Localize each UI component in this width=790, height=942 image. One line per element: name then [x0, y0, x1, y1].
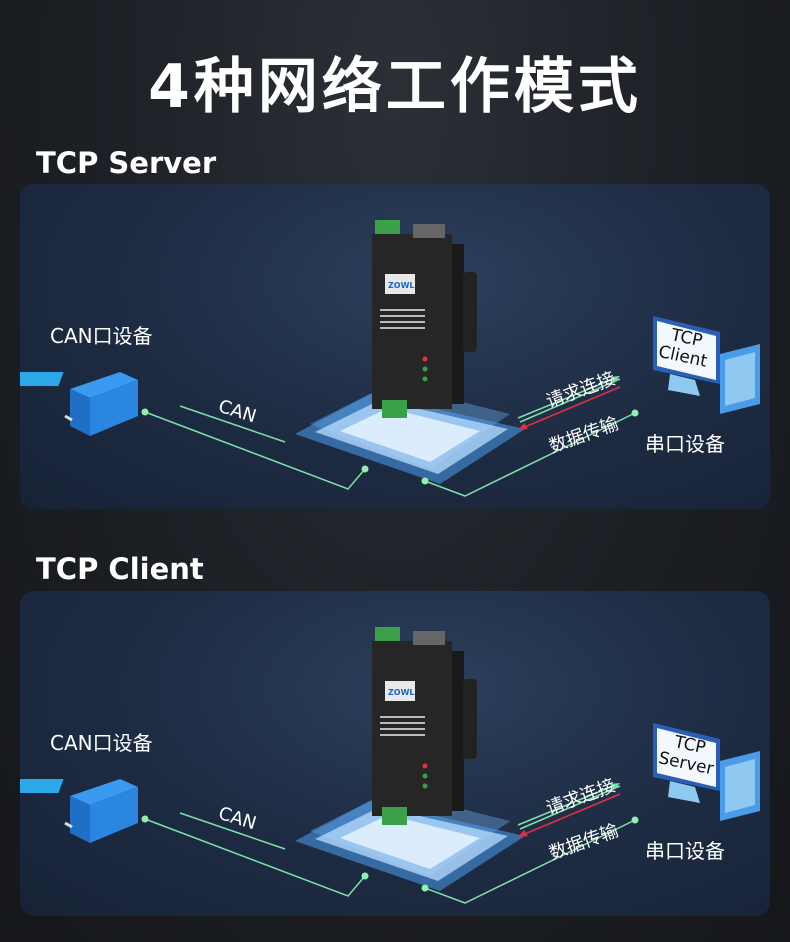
serial-device-label: 串口设备 — [645, 432, 725, 456]
serial-can-converter: ZOWL — [372, 627, 477, 825]
can-motor-icon — [20, 372, 138, 436]
page-title: 4种网络工作模式 — [148, 52, 642, 122]
request-arrow — [517, 783, 620, 826]
can-device-label: CAN口设备 — [50, 324, 153, 348]
transfer-arrow — [518, 793, 621, 837]
request-arrow — [517, 376, 620, 419]
transfer-arrow — [518, 386, 621, 430]
serial-can-converter: ZOWL — [372, 220, 477, 418]
brand-logo: ZOWL — [388, 688, 415, 697]
glow-platform — [295, 791, 525, 891]
network-diagram: ZOWL — [20, 220, 760, 497]
can-motor-icon — [20, 779, 138, 843]
computer-monitor-icon — [653, 723, 760, 821]
serial-device-label: 串口设备 — [645, 839, 725, 863]
can-device-label: CAN口设备 — [50, 731, 153, 755]
computer-monitor-icon — [653, 316, 760, 414]
connection-lines — [144, 785, 636, 904]
mode-label-tcp-server: TCP Server — [36, 146, 217, 180]
diagram-panel-tcp-client: ZOWL TCP Server CAN口设备 CAN 请求连接 数据传输 串口设… — [20, 591, 770, 916]
connection-lines — [144, 378, 636, 497]
diagram-panel-tcp-server: ZOWL TCP Client CAN口设备 CAN 请求连接 数据传输 串口设… — [20, 184, 770, 509]
network-diagram: ZOWL — [20, 627, 760, 904]
glow-platform — [295, 384, 525, 484]
brand-logo: ZOWL — [388, 281, 415, 290]
mode-label-tcp-client: TCP Client — [36, 552, 204, 586]
